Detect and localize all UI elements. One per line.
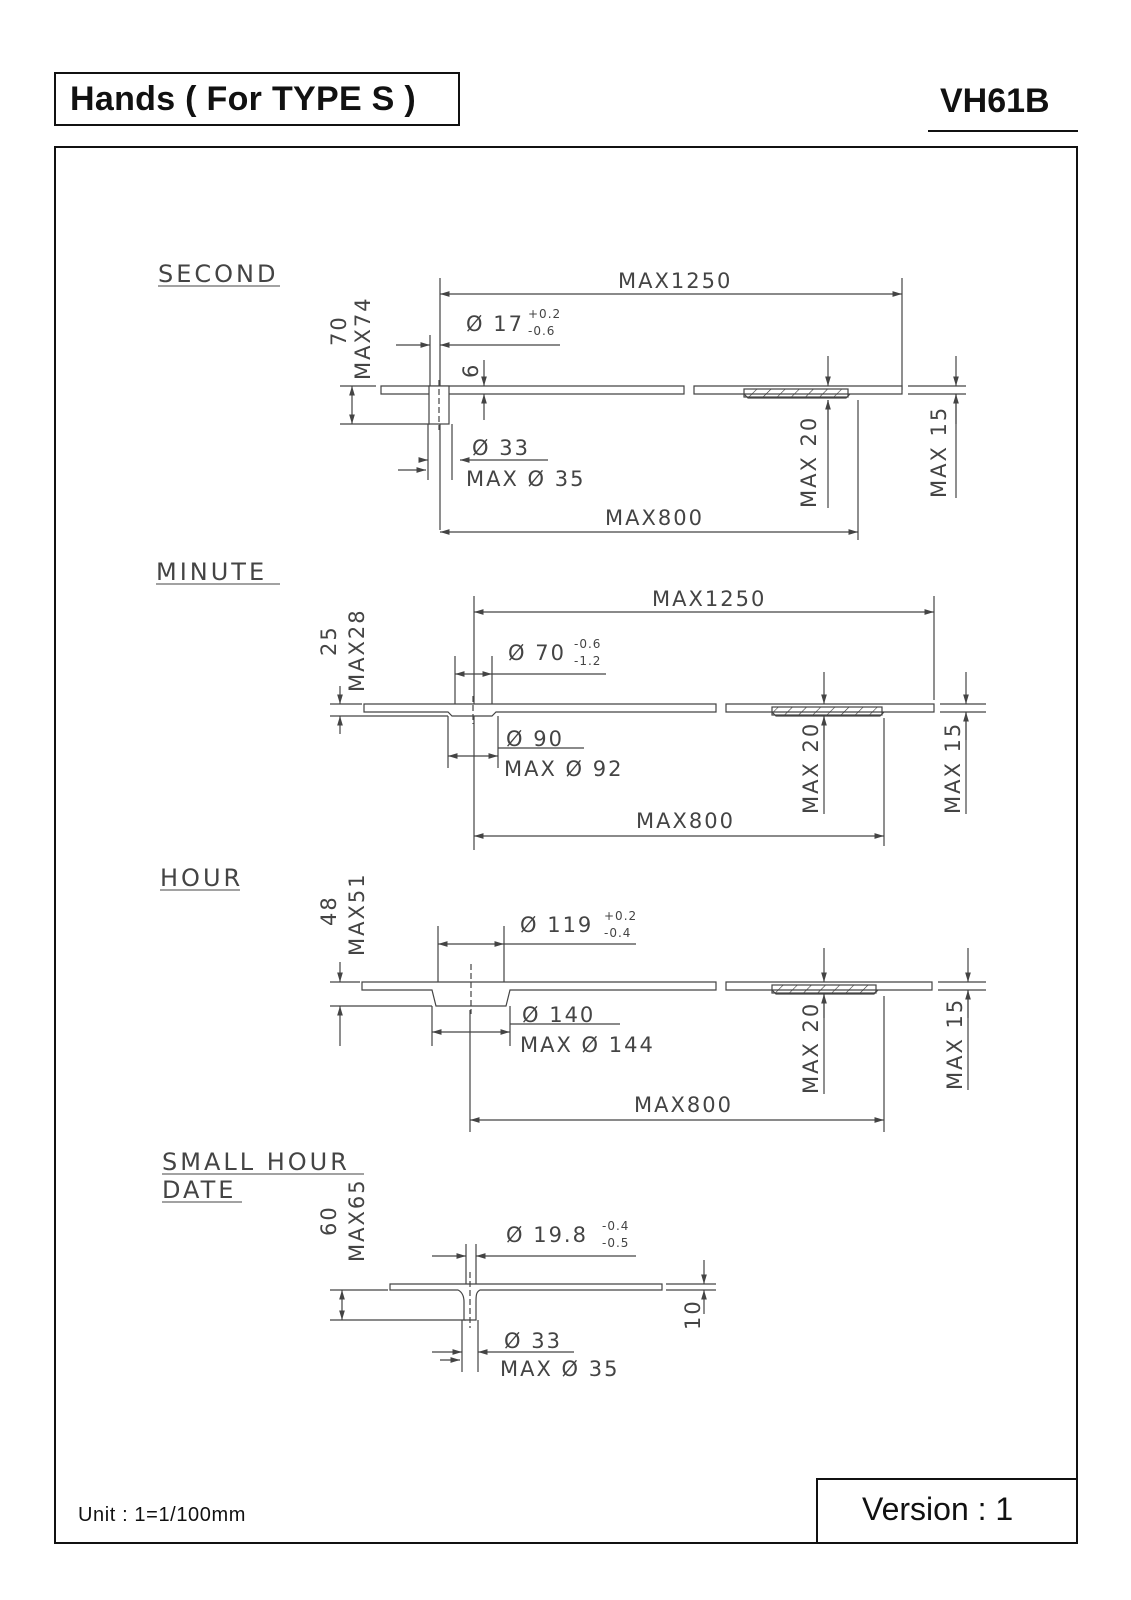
hour-max-20: MAX 20 xyxy=(799,1002,823,1094)
model-code: VH61B xyxy=(940,82,1050,120)
minute-height: 25 xyxy=(317,625,341,656)
small-hour-bore: Ø 19.8 xyxy=(506,1223,588,1247)
hour-max-800: MAX800 xyxy=(634,1093,733,1117)
date-section-label: DATE xyxy=(162,1176,236,1204)
title-box: Hands ( For TYPE S ) xyxy=(54,72,460,126)
second-bore-tol-lower: -0.6 xyxy=(528,324,555,338)
second-thickness: 6 xyxy=(459,363,483,378)
hour-bore: Ø 119 xyxy=(520,913,593,937)
minute-max-800: MAX800 xyxy=(636,809,735,833)
page-title: Hands ( For TYPE S ) xyxy=(70,80,417,118)
hour-bore-tol-lower: -0.4 xyxy=(604,926,631,940)
second-max-20: MAX 20 xyxy=(797,416,821,508)
small-hour-hand-drawing: SMALL HOUR DATE Ø 19.8 -0.4 -0.5 60 MAX6… xyxy=(162,1148,716,1381)
minute-max-length: MAX1250 xyxy=(652,587,766,611)
drawing-frame xyxy=(54,146,1078,1544)
model-underline xyxy=(928,130,1078,132)
minute-hand-drawing: MINUTE MAX1250 Ø 70 -0.6 -1.2 25 MAX28 xyxy=(156,558,986,850)
small-hour-thickness: 10 xyxy=(681,1299,705,1330)
second-max-tube-dia: MAX Ø 35 xyxy=(466,467,585,491)
minute-bore-tol-lower: -1.2 xyxy=(574,654,601,668)
small-hour-max-height: MAX65 xyxy=(345,1178,369,1262)
minute-section-label: MINUTE xyxy=(156,558,267,586)
second-max-800: MAX800 xyxy=(605,506,704,530)
small-hour-height: 60 xyxy=(317,1205,341,1236)
second-tube-dia: Ø 33 xyxy=(472,436,530,460)
version-box: Version : 1 xyxy=(816,1478,1078,1544)
small-hour-bore-tol-upper: -0.4 xyxy=(602,1219,629,1233)
hour-bore-tol-upper: +0.2 xyxy=(604,909,637,923)
hour-max-15: MAX 15 xyxy=(943,998,967,1090)
small-hour-max-tube-dia: MAX Ø 35 xyxy=(500,1357,619,1381)
hour-height: 48 xyxy=(317,895,341,926)
minute-max-tube-dia: MAX Ø 92 xyxy=(504,757,623,781)
minute-bore-tol-upper: -0.6 xyxy=(574,637,601,651)
hour-section-label: HOUR xyxy=(160,864,243,892)
minute-tube-dia: Ø 90 xyxy=(506,727,564,751)
second-hand-drawing: SECOND MAX1250 Ø 17 +0.2 -0.6 70 MAX74 6 xyxy=(158,260,966,540)
second-bore-tol-upper: +0.2 xyxy=(528,307,561,321)
hour-hand-drawing: HOUR Ø 119 +0.2 -0.4 48 MAX51 Ø 140 MAX … xyxy=(160,864,986,1132)
version-label: Version : 1 xyxy=(862,1491,1014,1527)
second-max-height: MAX74 xyxy=(351,296,375,380)
unit-note: Unit : 1=1/100mm xyxy=(78,1504,247,1526)
second-height: 70 xyxy=(327,315,351,346)
minute-max-20: MAX 20 xyxy=(799,722,823,814)
hour-max-height: MAX51 xyxy=(345,872,369,956)
small-hour-tube-dia: Ø 33 xyxy=(504,1329,562,1353)
hour-max-tube-dia: MAX Ø 144 xyxy=(520,1033,655,1057)
hour-tube-dia: Ø 140 xyxy=(522,1003,595,1027)
second-bore: Ø 17 xyxy=(466,312,524,336)
minute-max-15: MAX 15 xyxy=(941,722,965,814)
small-hour-bore-tol-lower: -0.5 xyxy=(602,1236,629,1250)
minute-bore: Ø 70 xyxy=(508,641,566,665)
second-section-label: SECOND xyxy=(158,260,278,288)
minute-max-height: MAX28 xyxy=(345,608,369,692)
second-max-length: MAX1250 xyxy=(618,269,732,293)
second-max-15: MAX 15 xyxy=(927,406,951,498)
small-hour-section-label: SMALL HOUR xyxy=(162,1148,350,1176)
